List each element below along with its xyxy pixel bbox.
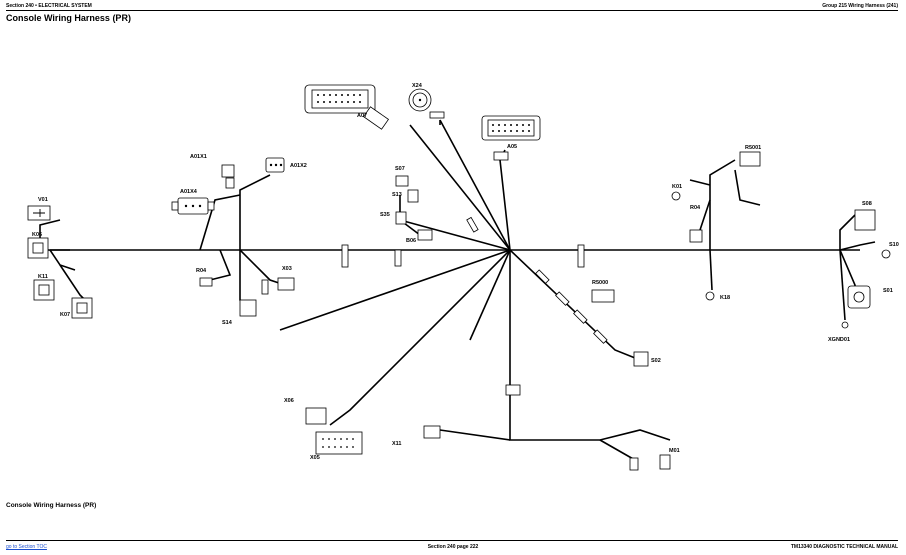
switch-s01[interactable] xyxy=(847,285,871,309)
connector-x11[interactable] xyxy=(423,425,441,439)
label-x05: X05 xyxy=(310,455,320,461)
relay-k01[interactable] xyxy=(671,191,681,201)
label-x24: X24 xyxy=(412,83,423,89)
footer-rule xyxy=(6,540,898,541)
group-header: Group 215 Wiring Harness (241) xyxy=(822,3,898,9)
connector-a05[interactable] xyxy=(481,115,541,161)
label-k07: K07 xyxy=(60,312,70,318)
label-a01x1: A01X1 xyxy=(190,154,207,160)
label-s01: S01 xyxy=(883,288,893,294)
label-r5001: R5001 xyxy=(745,145,761,151)
label-xgnd01: XGND01 xyxy=(828,337,850,343)
sensor-b06[interactable] xyxy=(417,229,433,241)
connector-bottom-lead xyxy=(629,457,639,471)
relay-k07[interactable] xyxy=(71,297,93,319)
label-s10: S10 xyxy=(889,242,899,248)
switch-s14[interactable] xyxy=(239,299,257,317)
connector-x24[interactable] xyxy=(408,88,445,119)
relay-k18[interactable] xyxy=(705,291,715,301)
label-s14: S14 xyxy=(222,320,233,326)
label-r5000: R5000 xyxy=(592,280,608,286)
switch-s13[interactable] xyxy=(407,189,419,203)
label-k01: K01 xyxy=(672,184,682,190)
label-s07: S07 xyxy=(395,166,405,172)
label-s35: S35 xyxy=(380,212,390,218)
page-number: Section 240 page 222 xyxy=(427,544,479,550)
label-k11: K11 xyxy=(38,274,48,280)
header-rule xyxy=(6,10,898,11)
resistor-r5000[interactable] xyxy=(591,289,615,303)
section-header: Section 240 • ELECTRICAL SYSTEM xyxy=(6,3,92,9)
label-a01x4: A01X4 xyxy=(180,189,198,195)
figure-caption: Console Wiring Harness (PR) xyxy=(6,502,97,509)
connector-a01x1[interactable] xyxy=(221,164,235,189)
section-toc-link[interactable]: go to Section TOC xyxy=(6,544,47,550)
label-b06: B06 xyxy=(406,238,416,244)
label-s02: S02 xyxy=(651,358,661,364)
splice-bands xyxy=(261,216,608,396)
relay-k06[interactable] xyxy=(27,237,49,259)
connector-a07[interactable] xyxy=(304,84,390,130)
page-title: Console Wiring Harness (PR) xyxy=(6,13,131,23)
label-m01: M01 xyxy=(669,448,680,454)
label-x11: X11 xyxy=(392,441,401,447)
switch-s08[interactable] xyxy=(854,209,876,231)
connector-x03[interactable] xyxy=(277,277,295,291)
connector-a01x4[interactable] xyxy=(171,197,215,215)
label-k18: K18 xyxy=(720,295,730,301)
label-s08: S08 xyxy=(862,201,872,207)
switch-s02[interactable] xyxy=(633,351,649,367)
switch-s07[interactable] xyxy=(395,175,409,187)
ground-xgnd01 xyxy=(841,321,849,329)
label-v01: V01 xyxy=(38,197,48,203)
resistor-r04[interactable] xyxy=(199,277,213,287)
label-a07: A07 xyxy=(357,113,367,119)
resistor-r04-right[interactable] xyxy=(689,229,703,243)
connector-x06[interactable] xyxy=(305,407,327,425)
connector-a01x2[interactable] xyxy=(265,157,285,173)
motor-m01[interactable] xyxy=(659,454,671,470)
switch-s35[interactable] xyxy=(395,211,407,225)
relay-k11[interactable] xyxy=(33,279,55,301)
connector-x05[interactable] xyxy=(315,431,363,455)
switch-s10[interactable] xyxy=(881,249,891,259)
diode-v01[interactable] xyxy=(27,205,51,221)
harness-trunk xyxy=(39,119,876,461)
label-x06: X06 xyxy=(284,398,294,404)
label-r04-right: R04 xyxy=(690,205,701,211)
label-s13: S13 xyxy=(392,192,402,198)
label-a01x2: A01X2 xyxy=(290,163,307,169)
label-x03: X03 xyxy=(282,266,292,272)
manual-title: TM13340 DIAGNOSTIC TECHNICAL MANUAL xyxy=(790,544,898,550)
label-r04: R04 xyxy=(196,268,207,274)
resistor-r5001[interactable] xyxy=(739,151,761,167)
label-a05: A05 xyxy=(507,144,517,150)
label-k06: K06 xyxy=(32,232,42,238)
